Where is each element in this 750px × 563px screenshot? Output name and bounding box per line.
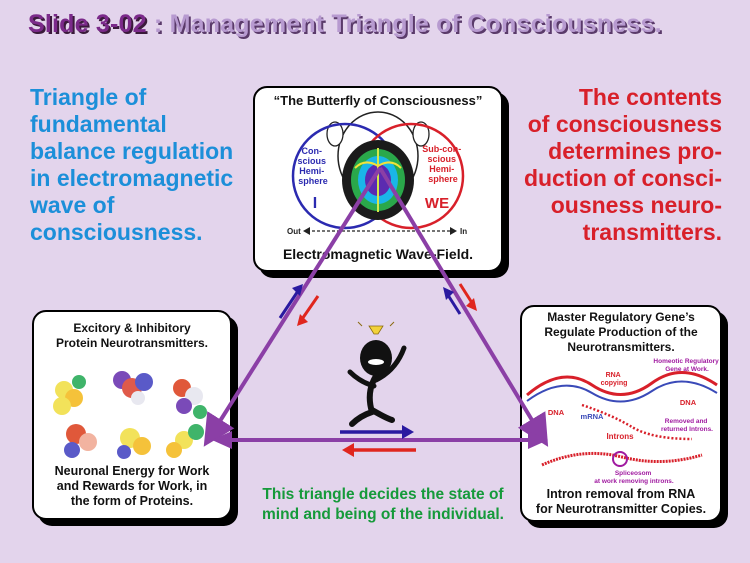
title-text: Management Triangle of Consciousness. bbox=[169, 10, 662, 38]
bottom-edge-arrows bbox=[340, 425, 416, 457]
protein-card-caption-line: and Rewards for Work, in bbox=[56, 479, 208, 493]
right-edge-arrows bbox=[443, 283, 477, 315]
out-label: Out bbox=[287, 227, 301, 236]
protein-card-title-line: Excitory & Inhibitory bbox=[73, 321, 191, 335]
protein-molecules bbox=[53, 371, 207, 459]
ear-right bbox=[412, 121, 430, 147]
protein-card: Excitory & Inhibitory Protein Neurotrans… bbox=[32, 310, 232, 520]
mrna-label: mRNA bbox=[581, 412, 605, 421]
butterfly-card: “The Butterfly of Consciousness” Con- sc… bbox=[253, 86, 503, 272]
right-statement: The contents of consciousness determines… bbox=[492, 84, 722, 246]
molecule-cluster-4 bbox=[64, 424, 97, 458]
subconscious-label: Sub-con- scious Hemi- sphere bbox=[422, 144, 464, 184]
spliceosom-label-line: at work removing introns. bbox=[594, 478, 674, 485]
spliceosom-label-line: Spliceosom bbox=[615, 470, 652, 477]
dna-right-label: DNA bbox=[680, 398, 697, 407]
left-statement-line: wave of bbox=[30, 192, 115, 218]
subconscious-label-line: sphere bbox=[428, 174, 458, 184]
right-statement-line: of consciousness bbox=[527, 111, 722, 137]
mrna-strand bbox=[581, 403, 693, 441]
bottom-note-line: This triangle decides the state of bbox=[262, 486, 504, 503]
letter-i: I bbox=[313, 195, 317, 212]
title-separator: : bbox=[146, 10, 170, 38]
spliceosom-marker bbox=[612, 451, 628, 467]
slide-title: Slide 3-02 : Management Triangle of Cons… bbox=[28, 10, 662, 39]
right-statement-line: duction of consci- bbox=[523, 165, 722, 191]
thinker-figure bbox=[347, 321, 407, 427]
triangle-edge-right bbox=[378, 166, 549, 447]
molecule-cluster-6 bbox=[166, 424, 204, 458]
rna-strand bbox=[541, 451, 703, 467]
triangle-bottom-head-left bbox=[212, 431, 232, 449]
triangle-bottom-head-right bbox=[528, 431, 548, 449]
gene-card-caption: Intron removal from RNA for Neurotransmi… bbox=[522, 487, 720, 517]
left-statement-line: Triangle of bbox=[30, 84, 147, 110]
homeotic-label-line: Gene at Work. bbox=[665, 366, 709, 373]
in-label: In bbox=[460, 227, 467, 236]
molecule-cluster-3 bbox=[173, 379, 207, 419]
removed-label-line: returned Introns. bbox=[661, 426, 713, 433]
protein-card-title-line: Protein Neurotransmitters. bbox=[55, 336, 209, 350]
gene-card-caption-line: Intron removal from RNA bbox=[546, 487, 696, 501]
conscious-label-line: Hemi- bbox=[299, 166, 324, 176]
left-statement-line: in electromagnetic bbox=[30, 165, 234, 191]
gene-card-title-line: Master Regulatory Gene’s bbox=[547, 310, 695, 324]
protein-card-title: Excitory & Inhibitory Protein Neurotrans… bbox=[34, 321, 230, 351]
left-edge-arrows bbox=[278, 284, 320, 326]
gene-card-title-line: Regulate Production of the bbox=[544, 325, 698, 339]
gene-card-title-line: Neurotransmitters. bbox=[567, 340, 675, 354]
dna-strand-a bbox=[526, 371, 718, 397]
left-statement-line: fundamental bbox=[30, 111, 167, 137]
conscious-label-line: Con- bbox=[301, 146, 322, 156]
butterfly-card-title: “The Butterfly of Consciousness” bbox=[273, 93, 483, 108]
bottom-note: This triangle decides the state of mind … bbox=[238, 485, 528, 525]
dna-strand-b bbox=[526, 380, 718, 403]
in-arrowhead bbox=[450, 227, 457, 235]
slide-number: Slide 3-02 bbox=[28, 10, 147, 38]
brain-wave bbox=[354, 161, 402, 169]
conscious-label: Con- scious Hemi- sphere bbox=[297, 146, 328, 186]
left-statement: Triangle of fundamental balance regulati… bbox=[30, 84, 260, 246]
molecule-cluster-5 bbox=[117, 428, 151, 459]
rna-copying-line: RNA bbox=[606, 372, 621, 379]
subconscious-label-line: scious bbox=[427, 154, 456, 164]
protein-card-caption: Neuronal Energy for Work and Rewards for… bbox=[34, 464, 230, 509]
homeotic-label: Homeotic Regulatory Gene at Work. bbox=[653, 358, 720, 373]
subconscious-label-line: Sub-con- bbox=[422, 144, 461, 154]
removed-label-line: Removed and bbox=[665, 418, 708, 425]
molecule-cluster-2 bbox=[113, 371, 153, 405]
rna-copying-line: copying bbox=[601, 380, 628, 387]
bottom-note-line: mind and being of the individual. bbox=[262, 506, 504, 523]
homeotic-label-line: Homeotic Regulatory bbox=[653, 358, 719, 365]
removed-label: Removed and returned Introns. bbox=[661, 418, 713, 433]
conscious-label-line: scious bbox=[297, 156, 326, 166]
introns-label: Introns bbox=[606, 432, 634, 441]
right-statement-line: determines pro- bbox=[548, 138, 722, 164]
spliceosom-label: Spliceosom at work removing introns. bbox=[594, 470, 674, 485]
protein-card-caption-line: the form of Proteins. bbox=[70, 494, 194, 508]
letter-we: WE bbox=[425, 195, 449, 212]
gene-card-caption-line: for Neurotransmitter Copies. bbox=[535, 502, 707, 516]
dna-left-label: DNA bbox=[548, 408, 565, 417]
triangle-edge-left bbox=[203, 166, 382, 447]
subconscious-label-line: Hemi- bbox=[429, 164, 454, 174]
protein-card-caption-line: Neuronal Energy for Work bbox=[54, 464, 210, 478]
right-statement-line: ousness neuro- bbox=[550, 192, 722, 218]
ear-left bbox=[326, 121, 344, 147]
left-statement-line: balance regulation bbox=[30, 138, 234, 164]
right-statement-line: The contents bbox=[578, 84, 722, 110]
out-arrowhead bbox=[303, 227, 310, 235]
right-statement-line: transmitters. bbox=[582, 219, 722, 245]
molecule-cluster-1 bbox=[53, 375, 86, 415]
idea-bulb-icon bbox=[368, 325, 384, 335]
left-statement-line: consciousness. bbox=[30, 219, 203, 245]
conscious-label-line: sphere bbox=[298, 176, 328, 186]
gene-card-title: Master Regulatory Gene’s Regulate Produc… bbox=[522, 310, 720, 355]
dna-diagram: Homeotic Regulatory Gene at Work. RNA co… bbox=[526, 358, 720, 485]
rna-copying-label: RNA copying bbox=[601, 372, 628, 387]
gene-card: Master Regulatory Gene’s Regulate Produc… bbox=[520, 305, 722, 522]
